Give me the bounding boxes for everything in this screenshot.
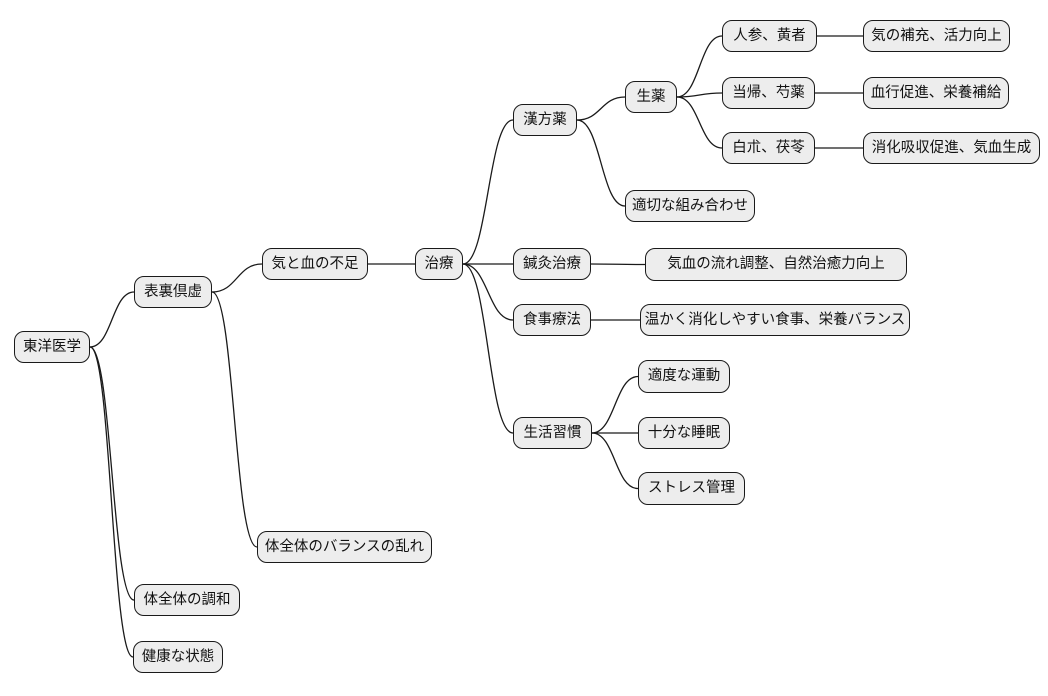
node-acupuncture-moxibustion[interactable]: 鍼灸治療 (513, 248, 591, 280)
edge-kampo-shoyaku (576, 96, 626, 121)
node-blood-circulation-effect[interactable]: 血行促進、栄養補給 (863, 77, 1009, 109)
node-digestion-promotion-effect[interactable]: 消化吸収促進、気血生成 (863, 132, 1040, 164)
edge-toyo-chowa (89, 346, 135, 601)
node-diet-therapy[interactable]: 食事療法 (513, 304, 591, 336)
node-warm-digestible-meals[interactable]: 温かく消化しやすい食事、栄養バランス (640, 304, 910, 336)
node-whole-body-imbalance[interactable]: 体全体のバランスの乱れ (257, 531, 432, 563)
edge-shinkyu-nagare (590, 263, 646, 266)
node-moderate-exercise[interactable]: 適度な運動 (638, 360, 730, 393)
node-treatment[interactable]: 治療 (415, 248, 463, 280)
node-herbal-medicine[interactable]: 漢方薬 (513, 104, 577, 136)
edge-chiryo-shokuji (462, 263, 514, 321)
node-healthy-state[interactable]: 健康な状態 (133, 641, 223, 673)
node-qi-blood-deficiency[interactable]: 気と血の不足 (262, 248, 368, 280)
node-qi-replenishment-effect[interactable]: 気の補充、活力向上 (863, 20, 1010, 52)
edge-shoyaku-byakujutsu (676, 96, 723, 149)
edge-hyori-fusoku (211, 263, 263, 293)
node-exterior-interior-deficiency[interactable]: 表裏倶虚 (134, 276, 212, 308)
node-sufficient-sleep[interactable]: 十分な睡眠 (638, 417, 730, 449)
node-ginseng-astragalus[interactable]: 人参、黄者 (722, 20, 817, 52)
node-atractylodes-poria[interactable]: 白朮、茯苓 (722, 132, 815, 164)
node-eastern-medicine[interactable]: 東洋医学 (14, 331, 90, 363)
node-proper-combination[interactable]: 適切な組み合わせ (625, 190, 755, 222)
edge-hyori-midare (211, 291, 258, 548)
edge-shoyaku-ninjin (676, 35, 723, 98)
edge-chiryo-kampo (462, 119, 514, 265)
edge-seikatsu-undo (591, 375, 639, 434)
edge-seikatsu-stress (591, 432, 639, 490)
edge-toyo-kenko (89, 346, 134, 658)
node-angelica-peony[interactable]: 当帰、芍薬 (722, 77, 815, 109)
node-crude-drugs[interactable]: 生薬 (625, 81, 677, 113)
edge-shoyaku-toki (676, 92, 723, 98)
node-qi-blood-flow-effect[interactable]: 気血の流れ調整、自然治癒力向上 (645, 248, 907, 281)
node-whole-body-harmony[interactable]: 体全体の調和 (134, 584, 240, 616)
node-lifestyle[interactable]: 生活習慣 (513, 417, 592, 449)
edge-toyo-hyori (89, 291, 135, 348)
edge-chiryo-seikatsu (462, 263, 514, 434)
node-stress-management[interactable]: ストレス管理 (638, 472, 745, 505)
edge-kampo-kumiawase (576, 119, 626, 207)
